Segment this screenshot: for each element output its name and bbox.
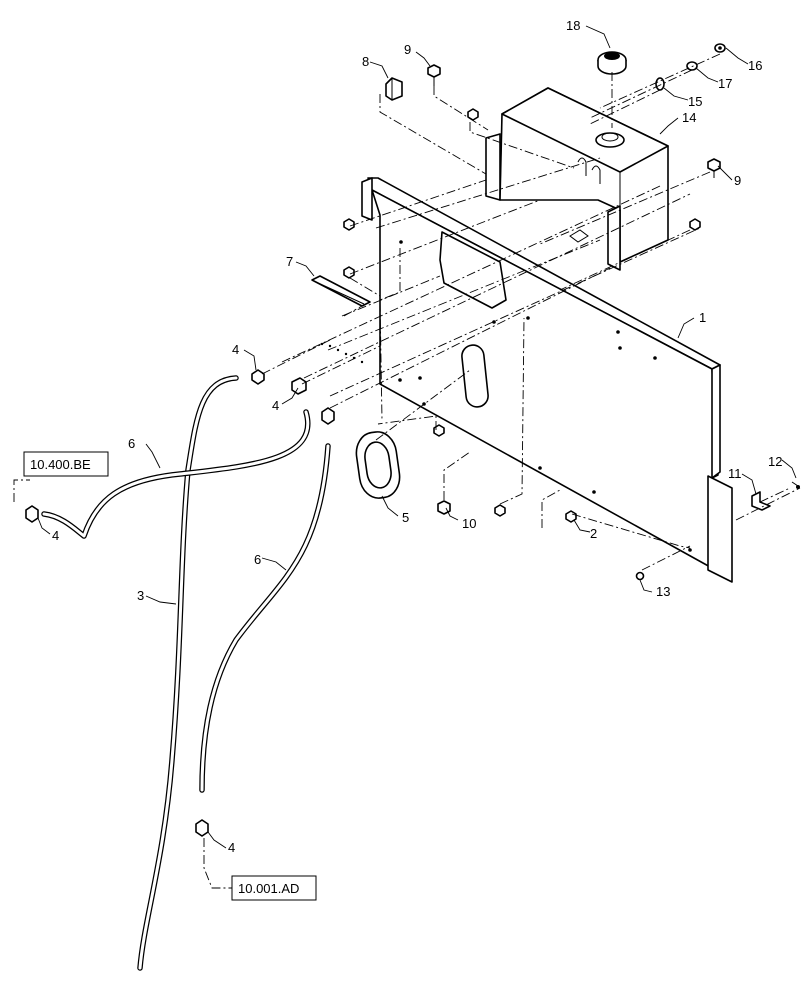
callout-6-lower: 6: [254, 552, 261, 567]
mounting-panel: [361, 177, 733, 583]
flange-mark-holes: [320, 342, 364, 364]
reference-label: 10.001.AD: [238, 881, 299, 896]
callout-labels: 1 2 3 4 4 4 4 5 6 6 7 8 9 9 10 11 12 13 …: [52, 18, 782, 855]
callout-4-top: 4: [232, 342, 239, 357]
callout-16: 16: [748, 58, 762, 73]
callout-1: 1: [699, 310, 706, 325]
hose-3: [137, 375, 239, 971]
callout-18: 18: [566, 18, 580, 33]
callout-11: 11: [728, 466, 742, 481]
callout-2: 2: [590, 526, 597, 541]
reference-label: 10.400.BE: [30, 457, 91, 472]
clip-part: [714, 43, 726, 53]
panel-holes: [398, 240, 692, 552]
reference-link-10-001-ad[interactable]: 10.001.AD: [231, 875, 317, 901]
rubber-strip-part: [311, 275, 371, 307]
callout-13: 13: [656, 584, 670, 599]
assembly-lines: [13, 53, 801, 889]
callout-7: 7: [286, 254, 293, 269]
callout-9-right: 9: [734, 173, 741, 188]
reference-link-10-400-be[interactable]: 10.400.BE: [23, 451, 109, 477]
nut-parts: [343, 218, 645, 581]
reservoir-tank: [485, 87, 669, 271]
grommet-part: [355, 431, 401, 499]
callout-10: 10: [462, 516, 476, 531]
bolt-part-tank: [467, 108, 701, 231]
callout-6-upper: 6: [128, 436, 135, 451]
screw-part: [791, 481, 800, 489]
callout-12: 12: [768, 454, 782, 469]
callout-4-left: 4: [52, 528, 59, 543]
callout-4-mid: 4: [272, 398, 279, 413]
bolt-part-right: [707, 158, 721, 178]
callout-14: 14: [682, 110, 696, 125]
filler-cap: [597, 51, 627, 75]
hose-fittings: [25, 369, 335, 837]
callout-17: 17: [718, 76, 732, 91]
callout-8: 8: [362, 54, 369, 69]
bracket-part: [385, 77, 403, 101]
callout-9-top: 9: [404, 42, 411, 57]
callout-15: 15: [688, 94, 702, 109]
leader-lines: [37, 25, 797, 849]
hose-6-lower: [199, 443, 331, 793]
gasket-part: [655, 77, 665, 91]
callout-5: 5: [402, 510, 409, 525]
washer-part: [686, 61, 698, 71]
bolt-part-top: [427, 64, 441, 86]
callout-4-bottom: 4: [228, 840, 235, 855]
latch-bracket-part: [751, 491, 771, 511]
callout-3: 3: [137, 588, 144, 603]
hose-6-upper: [41, 409, 311, 539]
